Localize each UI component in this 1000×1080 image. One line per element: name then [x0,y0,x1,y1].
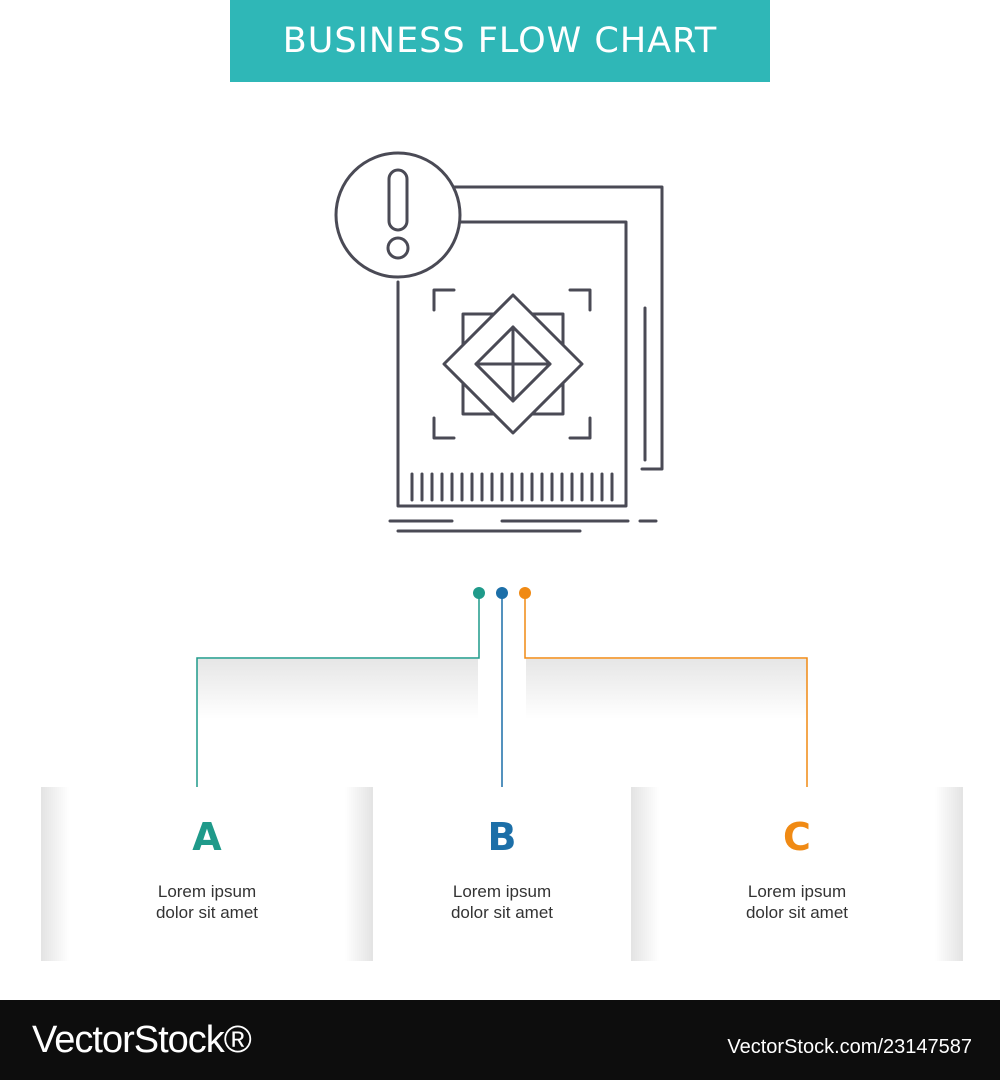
title-banner: BUSINESS FLOW CHART [230,0,770,82]
connector-dot-b [496,587,508,599]
barcode-lines [410,472,614,502]
step-card-a: A Lorem ipsum dolor sit amet [41,787,373,961]
step-text-a: Lorem ipsum dolor sit amet [155,882,259,922]
step-card-b: B Lorem ipsum dolor sit amet [373,787,631,961]
connector-shade-a [197,659,478,719]
flow-diagram [196,151,808,798]
footer-logo: VectorStock® [32,1019,252,1061]
connector-line-c [524,593,808,798]
step-text-b: Lorem ipsum dolor sit amet [450,882,554,922]
connector-dot-a [473,587,485,599]
connector-line-a [196,593,480,798]
step-text-c: Lorem ipsum dolor sit amet [745,882,849,922]
footer-image-id: VectorStock.com/23147587 [727,1036,972,1058]
step-letter-c: C [783,815,811,859]
connector-dot-c [519,587,531,599]
connector-shade-c [526,659,807,719]
footer-bar: VectorStock® VectorStock.com/23147587 [0,1000,1000,1080]
document-warning-diamond-icon [334,151,664,533]
step-card-c: C Lorem ipsum dolor sit amet [631,787,963,961]
page-title: BUSINESS FLOW CHART [282,21,718,61]
step-letter-b: B [487,815,517,859]
step-letter-a: A [192,815,222,859]
